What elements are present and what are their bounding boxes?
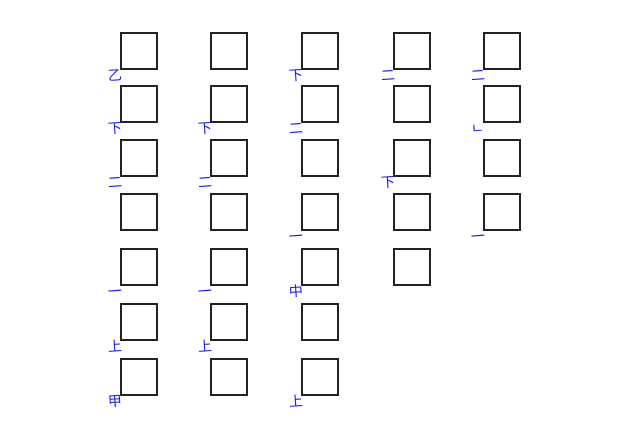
empty-box [301,193,339,231]
empty-box [120,85,158,123]
empty-box [120,358,158,396]
empty-box [301,248,339,286]
empty-box [483,32,521,70]
empty-box [393,139,431,177]
empty-box [120,248,158,286]
empty-box [120,139,158,177]
empty-box [210,193,248,231]
handwritten-label: 下 [107,120,123,138]
empty-box [120,303,158,341]
handwritten-label: 一 [288,228,304,246]
handwritten-label: 下 [380,174,396,192]
empty-box [301,358,339,396]
handwritten-label: 下 [288,67,304,85]
empty-box [301,85,339,123]
handwritten-label: 二 [197,174,213,192]
handwritten-label: 一 [470,228,486,246]
empty-box [210,303,248,341]
handwritten-label: 乙 [107,67,123,85]
handwritten-label: 二 [107,174,123,192]
empty-box [301,32,339,70]
empty-box [210,32,248,70]
empty-box [483,139,521,177]
handwritten-label: 下 [197,120,213,138]
empty-box [120,193,158,231]
handwritten-label: 中 [288,283,304,301]
empty-box [301,303,339,341]
empty-box [210,358,248,396]
empty-box [301,139,339,177]
handwritten-label: 上 [288,393,304,411]
empty-box [393,85,431,123]
handwritten-label: ㄴ [470,120,485,138]
handwritten-label: 二 [380,67,396,85]
empty-box [393,193,431,231]
handwritten-label: 一 [197,283,213,301]
handwritten-label: 二 [288,120,304,138]
handwritten-label: 上 [107,338,123,356]
handwritten-label: 上 [197,338,213,356]
empty-box [120,32,158,70]
empty-box [210,248,248,286]
empty-box [393,32,431,70]
empty-box [483,85,521,123]
empty-box [210,139,248,177]
handwritten-label: 二 [470,67,486,85]
empty-box [483,193,521,231]
empty-box [393,248,431,286]
handwritten-label: 甲 [107,393,123,411]
empty-box [210,85,248,123]
handwritten-label: 一 [107,283,123,301]
